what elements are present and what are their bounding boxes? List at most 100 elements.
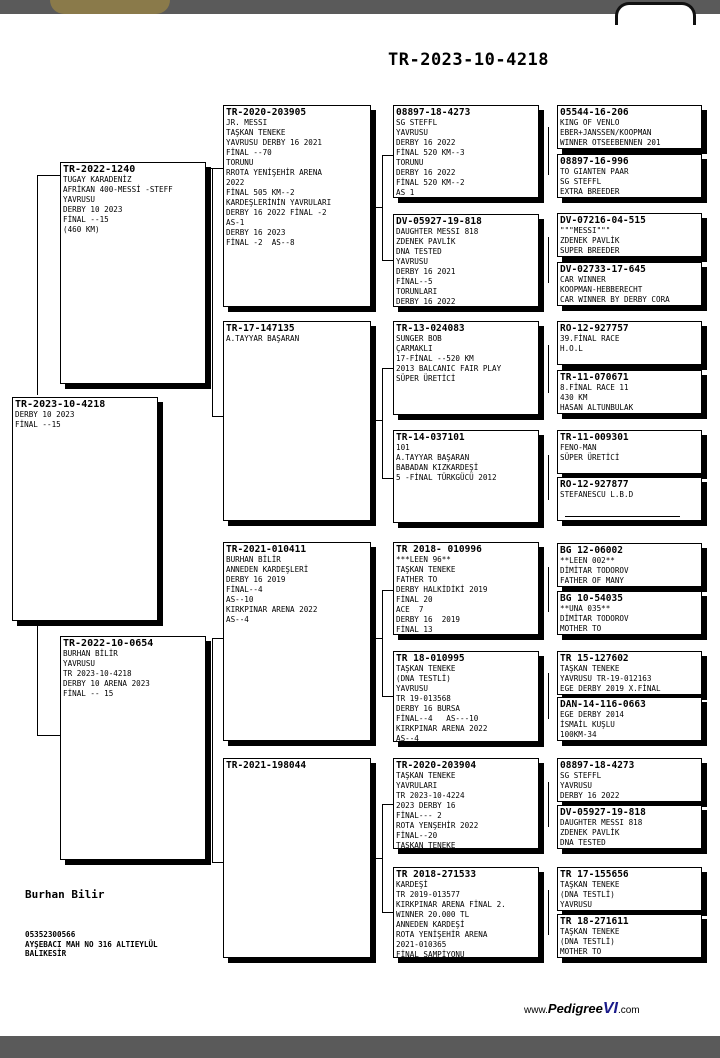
- card-details: TUGAY KARADENİZ AFRİKAN 400-MESSİ -STEFF…: [63, 175, 173, 234]
- card-details: JR. MESSI TAŞKAN TENEKE YAVRUSU DERBY 16…: [226, 118, 332, 247]
- pedigree-card-gen4[interactable]: DV-02733-17-645 CAR WINNER KOOPMAN-HEBBE…: [557, 262, 702, 306]
- pedigree-card-gen3[interactable]: DV-05927-19-818 DAUGHTER MESSI 818 ZDENE…: [393, 214, 539, 307]
- pedigree-card-dam[interactable]: TR-2022-10-0654 BURHAN BİLİR YAVRUSU TR …: [60, 636, 206, 860]
- card-details: """MESSI""" ZDENEK PAVLİK SUPER BREEDER: [560, 226, 620, 255]
- connector: [206, 168, 224, 169]
- brand-logo: www.PedigreeVI.com: [524, 1000, 640, 1018]
- connector: [548, 890, 549, 935]
- divider-line: [565, 516, 680, 517]
- connector: [382, 590, 394, 591]
- card-details: KARDEŞİ TR 2019-013577 KIRKPINAR ARENA F…: [396, 880, 506, 958]
- pedigree-card-gen2[interactable]: TR-2021-198044: [223, 758, 371, 958]
- pedigree-card-sire[interactable]: TR-2022-1240 TUGAY KARADENİZ AFRİKAN 400…: [60, 162, 206, 384]
- pedigree-card-gen4[interactable]: TR-11-009301 FENO-MAN SÜPER ÜRETİCİ: [557, 430, 702, 474]
- card-details: BURHAN BİLİR ANNEDEN KARDEŞLERİ DERBY 16…: [226, 555, 318, 624]
- card-details: DERBY 10 2023 FİNAL --15: [15, 410, 75, 429]
- connector: [382, 155, 383, 260]
- pedigree-card-gen4[interactable]: RO-12-927877 STEFANESCU L.B.D: [557, 477, 702, 521]
- pedigree-card-gen4[interactable]: 05544-16-206 KING OF VENLO EBER+JANSSEN/…: [557, 105, 702, 149]
- connector: [374, 207, 382, 208]
- pedigree-card-gen3[interactable]: TR-13-024083 SUNGER BOB ÇARMAKLI 17-FİNA…: [393, 321, 539, 415]
- connector: [382, 368, 383, 478]
- top-bar: [0, 0, 720, 14]
- card-details: EGE DERBY 2014 İSMAİL KUŞLU 100KM-34: [560, 710, 625, 739]
- connector: [212, 862, 224, 863]
- pedigree-card-gen3[interactable]: TR-2020-203904 TAŞKAN TENEKE YAVRULARI T…: [393, 758, 539, 849]
- pedigree-card-gen2[interactable]: TR-2020-203905 JR. MESSI TAŞKAN TENEKE Y…: [223, 105, 371, 307]
- connector: [382, 260, 394, 261]
- connector: [37, 175, 61, 176]
- card-details: TAŞKAN TENEKE (DNA TESTLİ) MOTHER TO: [560, 927, 620, 956]
- ring-number: 08897-18-4273: [396, 107, 471, 118]
- pedigree-card-gen4[interactable]: DAN-14-116-0663 EGE DERBY 2014 İSMAİL KU…: [557, 697, 702, 741]
- connector: [382, 804, 394, 805]
- connector: [548, 127, 549, 175]
- connector: [212, 416, 224, 417]
- pedigree-card-subject[interactable]: TR-2023-10-4218 DERBY 10 2023 FİNAL --15: [12, 397, 158, 621]
- ring-number: TR-17-147135: [226, 323, 295, 334]
- pedigree-card-gen2[interactable]: TR-2021-010411 BURHAN BİLİR ANNEDEN KARD…: [223, 542, 371, 741]
- pedigree-card-gen4[interactable]: TR-11-070671 8.FİNAL RACE 11 430 KM HASA…: [557, 370, 702, 414]
- connector: [37, 622, 38, 735]
- card-details: 39.FİNAL RACE H.O.L: [560, 334, 620, 353]
- card-details: 101 A.TAYYAR BAŞARAN BABADAN KIZKARDEŞİ …: [396, 443, 497, 482]
- connector: [382, 912, 394, 913]
- owner-contact: 05352300566 AYŞEBACI MAH NO 316 ALTIEYLÜ…: [25, 930, 158, 959]
- top-image-fragment: [50, 0, 170, 14]
- ring-number: BG 12-06002: [560, 545, 623, 556]
- ring-number: TR 17-155656: [560, 869, 629, 880]
- ring-number: DV-07216-04-515: [560, 215, 646, 226]
- pedigree-card-gen3[interactable]: 08897-18-4273 SG STEFFL YAVRUSU DERBY 16…: [393, 105, 539, 198]
- brand-name: Pedigree: [547, 1001, 603, 1016]
- ring-number: DAN-14-116-0663: [560, 699, 646, 710]
- connector: [548, 345, 549, 393]
- ring-number: TR-14-037101: [396, 432, 465, 443]
- owner-address-line1: AYŞEBACI MAH NO 316 ALTIEYLÜL: [25, 939, 158, 949]
- pedigree-card-gen4[interactable]: DV-05927-19-818 DAUGHTER MESSI 818 ZDENE…: [557, 805, 702, 849]
- card-details: TAŞKAN TENEKE YAVRULARI TR 2023-10-4224 …: [396, 771, 479, 849]
- connector: [37, 735, 61, 736]
- pedigree-card-gen4[interactable]: TR 18-271611 TAŞKAN TENEKE (DNA TESTLİ) …: [557, 914, 702, 958]
- card-details: TO GIANTEN PAAR SG STEFFL EXTRA BREEDER: [560, 167, 629, 196]
- connector: [37, 175, 38, 395]
- pedigree-card-gen4[interactable]: TR 15-127602 TAŞKAN TENEKE YAVRUSU TR-19…: [557, 651, 702, 695]
- owner-name: Burhan Bilir: [25, 888, 105, 901]
- pedigree-card-gen3[interactable]: TR 18-010995 TAŞKAN TENEKE (DNA TESTLİ) …: [393, 651, 539, 742]
- pedigree-card-gen3[interactable]: TR-14-037101 101 A.TAYYAR BAŞARAN BABADA…: [393, 430, 539, 523]
- card-details: FENO-MAN SÜPER ÜRETİCİ: [560, 443, 620, 462]
- pedigree-card-gen4[interactable]: 08897-18-4273 SG STEFFL YAVRUSU DERBY 16…: [557, 758, 702, 802]
- connector: [382, 804, 383, 912]
- card-details: **UNA 035** DİMİTAR TODOROV MOTHER TO: [560, 604, 629, 633]
- connector: [548, 567, 549, 612]
- ring-number: TR-2021-010411: [226, 544, 307, 555]
- pedigree-card-gen4[interactable]: BG 12-06002 **LEEN 002** DİMİTAR TODOROV…: [557, 543, 702, 587]
- ring-number: TR-2020-203904: [396, 760, 477, 771]
- card-details: DAUGHTER MESSI 818 ZDENEK PAVLİK DNA TES…: [560, 818, 643, 847]
- pedigree-card-gen3[interactable]: TR 2018-271533 KARDEŞİ TR 2019-013577 KI…: [393, 867, 539, 958]
- ring-number: TR-13-024083: [396, 323, 465, 334]
- bottom-bar: [0, 1036, 720, 1058]
- ring-number: TR 2018-271533: [396, 869, 477, 880]
- ring-number: DV-02733-17-645: [560, 264, 646, 275]
- brand-domain: .com: [617, 1005, 640, 1016]
- ring-number: RO-12-927877: [560, 479, 629, 490]
- top-button[interactable]: [615, 2, 696, 25]
- card-details: CAR WINNER KOOPMAN-HEBBERECHT CAR WINNER…: [560, 275, 670, 304]
- connector: [382, 590, 383, 696]
- pedigree-card-gen4[interactable]: RO-12-927757 39.FİNAL RACE H.O.L: [557, 321, 702, 365]
- connector: [382, 478, 394, 479]
- card-details: **LEEN 002** DİMİTAR TODOROV FATHER OF M…: [560, 556, 629, 585]
- ring-number: DV-05927-19-818: [396, 216, 482, 227]
- pedigree-card-gen2[interactable]: TR-17-147135 A.TAYYAR BAŞARAN: [223, 321, 371, 521]
- connector: [548, 237, 549, 283]
- card-details: SG STEFFL YAVRUSU DERBY 16 2022 FİNAL 52…: [396, 118, 465, 197]
- pedigree-card-gen4[interactable]: DV-07216-04-515 """MESSI""" ZDENEK PAVLİ…: [557, 213, 702, 257]
- ring-number: 08897-16-996: [560, 156, 629, 167]
- connector: [374, 420, 382, 421]
- ring-number: 08897-18-4273: [560, 760, 635, 771]
- card-details: DAUGHTER MESSI 818 ZDENEK PAVLİK DNA TES…: [396, 227, 479, 306]
- pedigree-card-gen3[interactable]: TR 2018- 010996 ***LEEN 96** TAŞKAN TENE…: [393, 542, 539, 635]
- pedigree-card-gen4[interactable]: 08897-16-996 TO GIANTEN PAAR SG STEFFL E…: [557, 154, 702, 198]
- pedigree-card-gen4[interactable]: TR 17-155656 TAŞKAN TENEKE (DNA TESTLİ) …: [557, 867, 702, 911]
- pedigree-card-gen4[interactable]: BG 10-54035 **UNA 035** DİMİTAR TODOROV …: [557, 591, 702, 635]
